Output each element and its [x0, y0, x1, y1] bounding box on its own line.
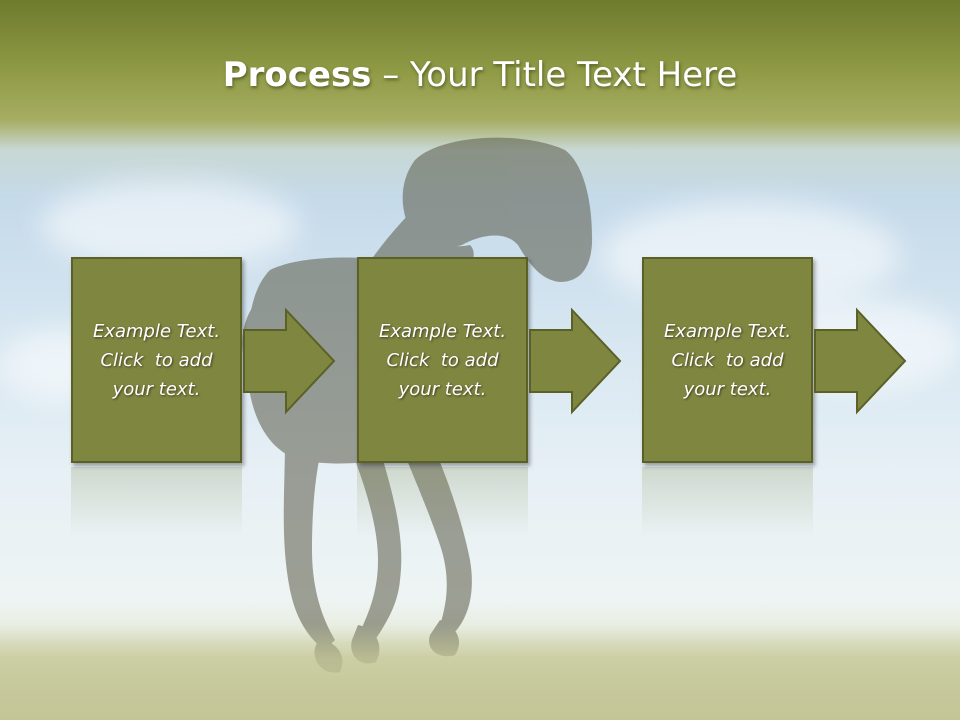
step-text-line: Example Text. — [663, 320, 792, 342]
step-text-line: Click to add — [671, 349, 784, 371]
step-text-line: Click to add — [386, 349, 499, 371]
step-box-3[interactable]: Example Text. Click to add your text. — [642, 257, 813, 463]
step-reflection — [71, 467, 242, 537]
title-bold-part: Process — [222, 55, 372, 95]
step-box-2[interactable]: Example Text. Click to add your text. — [357, 257, 528, 463]
step-text-line: your text. — [112, 378, 201, 400]
grass-field — [0, 625, 960, 720]
right-arrow-icon — [529, 307, 622, 415]
slide-title[interactable]: Process – Your Title Text Here — [0, 52, 960, 98]
step-text-line: Click to add — [100, 349, 213, 371]
step-reflection — [642, 467, 813, 537]
step-reflection — [357, 467, 528, 537]
step-text-line: your text. — [683, 378, 772, 400]
step-text: Example Text. Click to add your text. — [664, 317, 791, 404]
step-text-line: your text. — [398, 378, 487, 400]
right-arrow-icon — [243, 307, 336, 415]
step-box-1[interactable]: Example Text. Click to add your text. — [71, 257, 242, 463]
cloud — [40, 180, 300, 270]
step-text-line: Example Text. — [378, 320, 507, 342]
step-text: Example Text. Click to add your text. — [379, 317, 506, 404]
title-rest-part: – Your Title Text Here — [371, 55, 738, 95]
step-text-line: Example Text. — [92, 320, 221, 342]
right-arrow-icon — [814, 307, 907, 415]
step-text: Example Text. Click to add your text. — [93, 317, 220, 404]
